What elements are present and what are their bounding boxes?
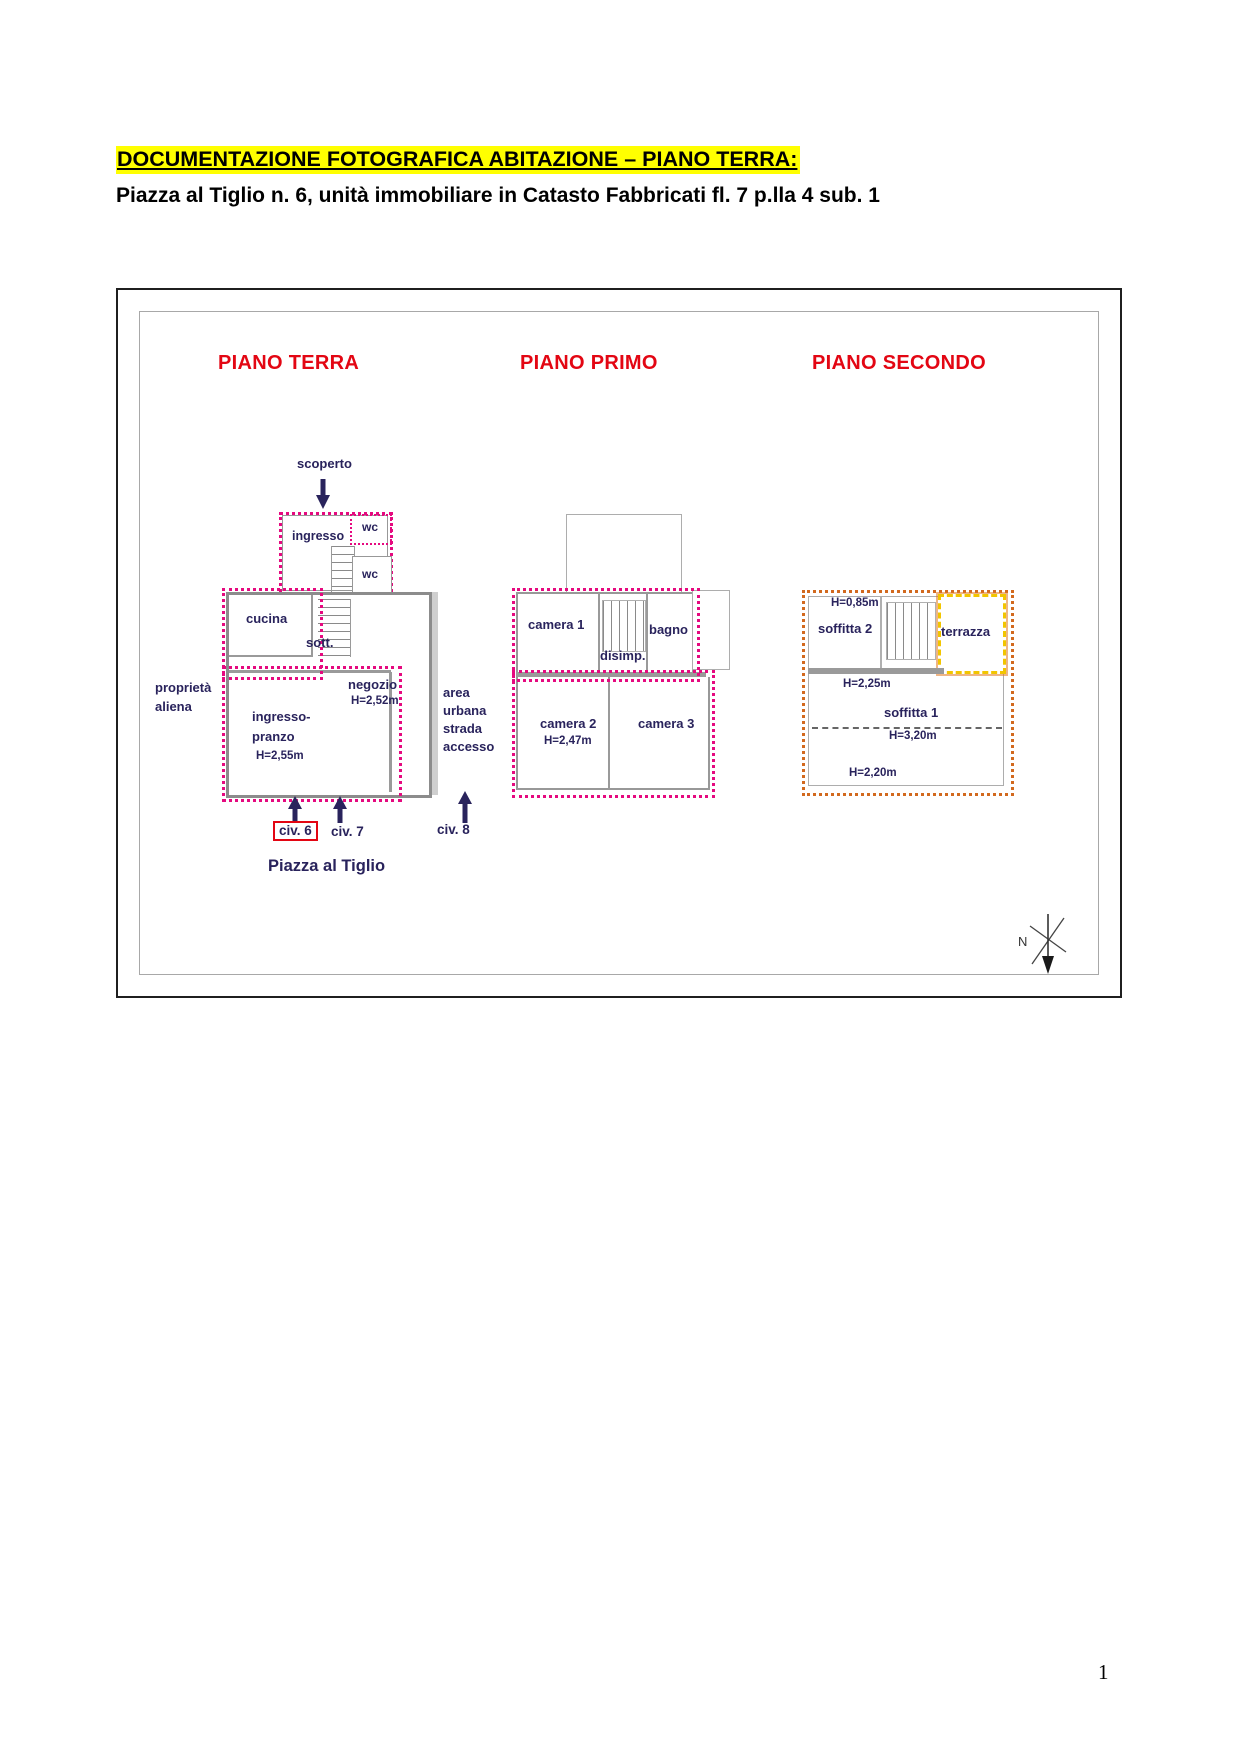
label-height-220: H=2,20m	[849, 767, 897, 779]
label-camera3: camera 3	[638, 716, 695, 731]
first-floor-lower-walls	[516, 677, 710, 790]
label-area-4: accesso	[443, 739, 495, 754]
wall-cucina-bottom	[229, 655, 313, 657]
plan-title-piano-primo: PIANO PRIMO	[520, 352, 658, 374]
label-height-085: H=0,85m	[831, 597, 879, 609]
label-height-320: H=3,20m	[889, 730, 937, 742]
wall-camera2-camera3	[608, 677, 610, 788]
label-soffitta1: soffitta 1	[884, 705, 939, 720]
label-area-1: area	[443, 685, 470, 700]
unit-boundary-second	[802, 590, 1014, 796]
label-ingresso: ingresso	[292, 529, 345, 543]
label-area-3: strada	[443, 721, 483, 736]
unit-boundary-pranzo	[222, 666, 402, 802]
wall-pranzo-top	[229, 670, 391, 673]
label-ingresso-pranzo-height: H=2,55m	[256, 750, 304, 762]
label-street-name: Piazza al Tiglio	[268, 857, 386, 875]
label-proprieta-2: aliena	[155, 699, 192, 714]
second-floor-middle-wall	[808, 668, 944, 674]
stairs-ground-lower	[318, 599, 351, 657]
soffitta-height-divider	[812, 727, 1002, 729]
wall-bagno-left	[646, 594, 648, 670]
wall-camera1-right	[598, 594, 600, 670]
label-negozio-height: H=2,52m	[351, 695, 399, 707]
page-title: DOCUMENTAZIONE FOTOGRAFICA ABITAZIONE – …	[116, 146, 801, 174]
label-wc-lower: wc	[362, 567, 379, 581]
first-floor-open-area	[566, 514, 682, 594]
civ6-arrow-up-icon	[288, 796, 302, 823]
ground-floor-outer-walls	[226, 592, 432, 798]
wall-soffitta2-right	[880, 596, 882, 668]
label-area-2: urbana	[443, 703, 487, 718]
civ7-arrow-up-icon	[333, 796, 347, 823]
unit-boundary-cucina	[222, 588, 323, 680]
label-height-225: H=2,25m	[843, 678, 891, 690]
scoperto-arrow-down-icon	[316, 479, 330, 509]
label-civico8: civ. 8	[437, 822, 470, 837]
first-floor-middle-wall	[516, 672, 706, 677]
page-number: 1	[1098, 1660, 1109, 1684]
label-civico7: civ. 7	[331, 824, 364, 839]
unit-boundary-first-lower	[512, 670, 715, 798]
wall-cucina-right	[311, 595, 313, 657]
stairs-ground-upper	[331, 546, 355, 596]
wc-upper-room	[350, 514, 392, 545]
stairs-second-floor	[886, 602, 936, 660]
label-cucina: cucina	[246, 611, 288, 626]
street-strip	[429, 592, 438, 795]
terrazza-boundary	[938, 594, 1006, 674]
label-terrazza: terrazza	[941, 624, 991, 639]
label-compass-north: N	[1018, 934, 1028, 949]
plan-title-piano-terra: PIANO TERRA	[218, 352, 360, 374]
label-camera1: camera 1	[528, 617, 585, 632]
label-soffitta2: soffitta 2	[818, 621, 873, 636]
label-negozio: negozio	[348, 677, 398, 692]
unit-boundary-first-upper	[512, 588, 700, 682]
label-civico6: civ. 6	[273, 821, 318, 841]
label-camera2-height: H=2,47m	[544, 735, 592, 747]
label-sottoscala: sott.	[306, 635, 334, 650]
label-disimpegno: disimp.	[600, 648, 646, 663]
plan-title-piano-secondo: PIANO SECONDO	[812, 352, 986, 374]
label-ingresso-pranzo-1: ingresso-	[252, 709, 311, 724]
civ8-arrow-up-icon	[458, 791, 472, 823]
stairs-first-floor	[602, 600, 646, 652]
label-camera2: camera 2	[540, 716, 597, 731]
label-bagno: bagno	[649, 622, 688, 637]
label-scoperto: scoperto	[297, 456, 352, 471]
page-subtitle: Piazza al Tiglio n. 6, unità immobiliare…	[116, 184, 880, 207]
label-ingresso-pranzo-2: pranzo	[252, 729, 295, 744]
floorplan-figure-inner-frame	[139, 311, 1099, 975]
label-proprieta-1: proprietà	[155, 680, 212, 695]
north-arrow-icon	[1029, 914, 1067, 974]
wall-pranzo-negozio	[389, 672, 392, 792]
label-wc-upper: wc	[362, 520, 379, 534]
